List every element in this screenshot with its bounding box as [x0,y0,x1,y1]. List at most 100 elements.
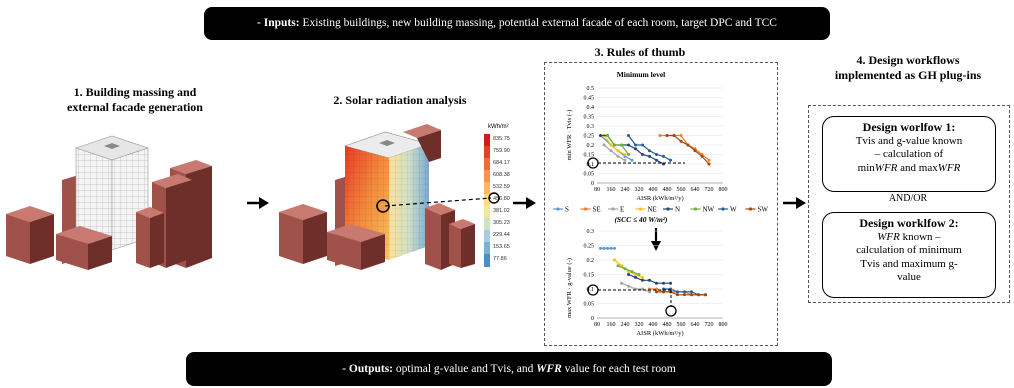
and-or-label: AND/OR [888,193,928,204]
workflows-panel [808,105,1010,303]
data-point-S [613,246,616,250]
legend-label-E: E [620,206,624,214]
existing-building-right-small-2 [449,219,475,268]
workflow2-line4: value [897,271,921,283]
x-tick-label: 480 [663,322,672,328]
y-tick-label: 0.2 [587,258,595,264]
legend-label-W: W [730,206,737,214]
data-point-SW [697,293,700,297]
data-point-SW [683,293,686,297]
top-chart-xlabel: AISR (kWh/m²/y) [636,195,683,202]
data-point-E [616,154,620,158]
x-tick-label: 160 [607,187,616,193]
data-point-N [627,273,630,276]
legend-label-SW: SW [758,206,769,214]
outputs-bar: - Outputs: optimal g-value and Tvis, and… [186,352,832,386]
data-point-NW [637,273,641,276]
legend-swatch [484,194,490,207]
radiation-to-chart-connector [385,192,500,207]
data-point-W [655,153,658,156]
top-chart-title: Minimum level [617,70,666,79]
data-point-SE [679,134,683,137]
legend-label-NE: NE [648,206,657,214]
y-tick-label: 0.05 [584,172,595,178]
workflow1-line3: minWFR and maxWFR [857,161,961,174]
data-point-S [606,246,609,250]
workflow2-line3: Tvis and maximum g- [860,257,958,270]
data-point-SW [665,134,669,137]
step4-title-line1: 4. Design workflows [856,53,960,67]
data-point-E [620,281,623,285]
rules-of-thumb-charts: Minimum level min WFR · Tvis (-) AISR (k… [553,70,768,337]
data-point-NE [613,258,616,262]
legend-value: 608.38 [493,172,510,178]
data-point-NW [613,143,616,147]
data-point-SW [686,143,690,147]
legend-swatch [484,170,490,183]
design-workflow-2-box: Design worklfow 2: WFR known – calculati… [822,212,996,298]
legend-marker-E [611,207,615,211]
step1-title-line2: external facade generation [67,100,203,114]
data-point-SW [690,293,693,297]
step3-title: 3. Rules of thumb [594,45,686,59]
data-point-SW [700,154,704,158]
x-tick-label: 240 [621,322,630,328]
y-tick-label: 0.05 [584,302,595,308]
data-point-N [662,281,665,285]
legend-marker-SW [748,207,753,211]
data-point-E [609,149,613,153]
y-tick-label: 0.15 [584,273,595,279]
data-point-SW [704,293,707,297]
workflow1-line1: Tvis and g-value known [855,134,963,147]
data-point-SW [693,149,697,153]
legend-value: 835.75 [493,136,510,142]
x-tick-label: 800 [719,187,728,193]
legend-value: 77.86 [493,256,507,262]
top-chart-series [599,134,711,166]
y-tick-label: 0.25 [584,244,595,250]
data-point-W [641,143,644,147]
step1-title: 1. Building massing and external facade … [40,85,230,115]
y-tick-label: 0.45 [584,96,595,102]
legend-value: 759.90 [493,148,510,154]
building-massing-illustration [6,135,212,270]
data-point-W [683,290,686,294]
y-tick-label: 0.3 [587,229,595,235]
data-point-NE [616,149,620,153]
legend-value: 532.59 [493,184,510,190]
data-point-NE [609,143,613,147]
workflow2-line1: WFR known – [877,230,941,243]
series-line-S [600,135,633,161]
y-tick-label: 0.35 [584,115,595,121]
legend-swatch [484,158,490,171]
data-point-SE [707,158,711,162]
series-line-NE [603,135,626,156]
series-line-NW [617,265,640,276]
legend-value: 381.02 [493,208,510,214]
legend-marker-W [721,207,725,211]
x-tick-label: 640 [691,322,700,328]
workflow2-title: Design worklfow 2: [859,216,959,230]
outputs-text-after: value for each test room [564,363,676,375]
y-tick-label: 0 [591,181,594,187]
data-point-N [648,278,651,282]
data-point-W [648,149,651,153]
inputs-bar: - Inputs: Existing buildings, new buildi… [204,7,830,40]
x-tick-label: 560 [677,187,686,193]
x-tick-label: 320 [635,322,644,328]
data-point-SW [707,162,711,166]
down-arrow [651,228,661,251]
data-point-N [599,134,602,137]
legend-value: 456.80 [493,196,510,202]
arrow-step3-to-step4 [783,197,806,209]
legend-label-NW: NW [703,206,715,214]
x-tick-label: 640 [691,187,700,193]
existing-building-front-low-2 [327,224,385,270]
data-point-E [648,290,651,294]
bottom-chart-series [599,246,707,297]
bottom-chart-reading-guide [587,284,677,317]
